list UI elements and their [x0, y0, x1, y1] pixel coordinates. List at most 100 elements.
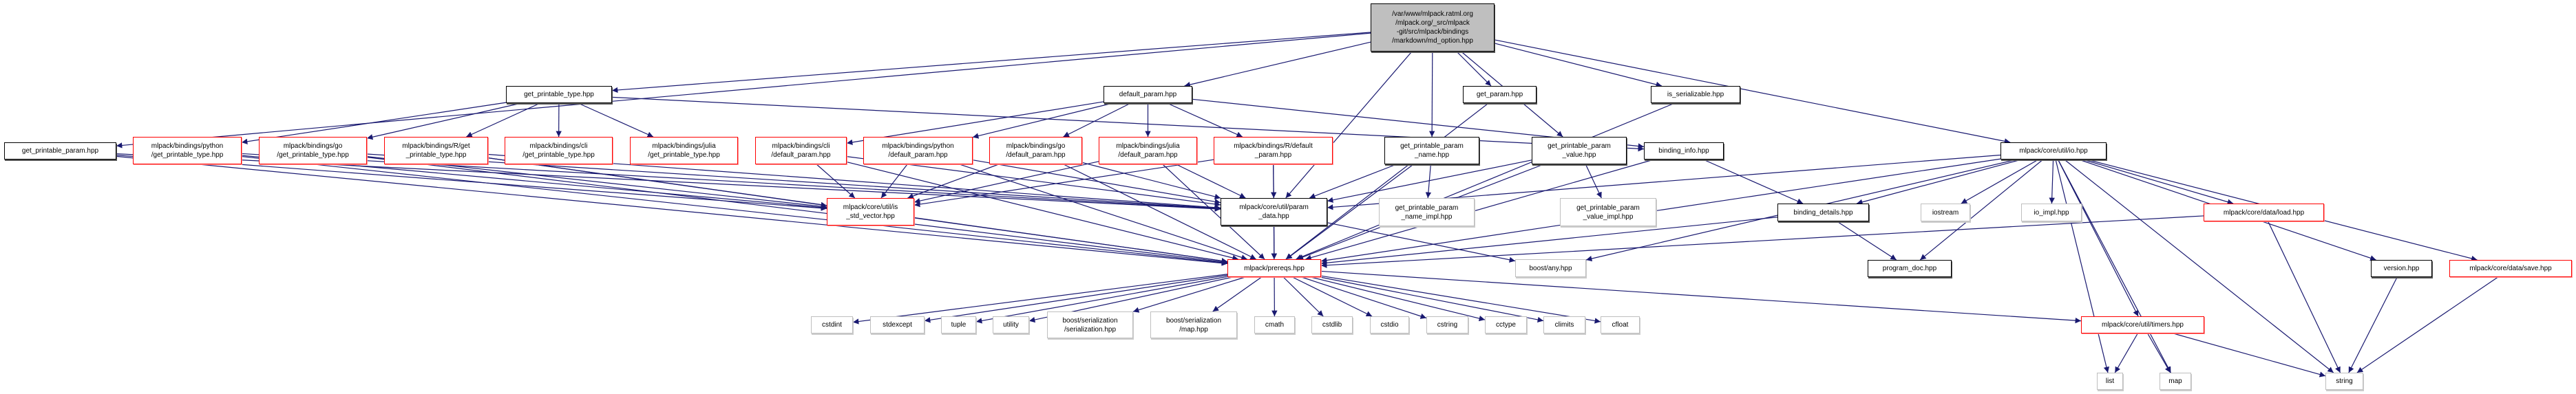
edge-root-to-gpp_name	[1428, 51, 1435, 138]
edge-save-to-string	[2356, 276, 2498, 373]
edge-prereqs-to-tuple	[975, 276, 1228, 324]
edge-prereqs-to-climits	[1320, 276, 1544, 323]
edge-py_dp-to-param_data	[972, 160, 1221, 205]
edge-root-to-dp	[1184, 41, 1371, 88]
file-node-std-vec[interactable]: mlpack/core/util/is _std_vector.hpp	[827, 198, 914, 226]
edge-io-to-map	[2058, 159, 2171, 373]
edge-py_dp-to-std_vec	[880, 164, 908, 199]
edge-root-to-gpp	[116, 32, 1371, 149]
file-node-go-gpt[interactable]: mlpack/bindings/go /get_printable_type.h…	[259, 137, 367, 164]
edge-gpp-to-prereqs	[116, 155, 1228, 266]
edge-cli_dp-to-param_data	[846, 156, 1221, 208]
file-node-gpp-value[interactable]: get_printable_param _value.hpp	[1532, 137, 1627, 164]
file-node-gpp-name[interactable]: get_printable_param _name.hpp	[1384, 137, 1479, 164]
edge-version-to-string	[2348, 276, 2398, 373]
file-node-cli-dp[interactable]: mlpack/bindings/cli /default_param.hpp	[755, 137, 847, 164]
edge-timers-to-list	[2114, 333, 2138, 373]
edge-dp-to-cli_dp	[846, 101, 1104, 146]
edge-prereqs-to-timers	[1320, 270, 2082, 324]
file-node-cmath: cmath	[1254, 316, 1295, 333]
file-node-cctype: cctype	[1485, 316, 1527, 333]
file-node-list: list	[2097, 373, 2123, 390]
file-node-gpp[interactable]: get_printable_param.hpp	[4, 142, 116, 160]
edge-gpp_name-to-param_data	[1309, 164, 1397, 199]
file-node-dp[interactable]: default_param.hpp	[1104, 86, 1192, 103]
file-node-jl-dp[interactable]: mlpack/bindings/julia /default_param.hpp	[1099, 137, 1197, 164]
edge-is_ser-to-prereqs	[1296, 102, 1675, 260]
file-node-utility: utility	[993, 316, 1029, 333]
file-node-param-data[interactable]: mlpack/core/util/param _data.hpp	[1221, 198, 1327, 226]
edge-prereqs-to-cstdint	[852, 274, 1228, 325]
edge-root-to-get_param	[1456, 51, 1492, 87]
edge-gpp_value-to-param_data	[1327, 160, 1532, 203]
edge-binding_info-to-prereqs	[1305, 159, 1654, 261]
edge-io-to-iostream	[1961, 159, 2039, 204]
edge-binding_details-to-program_doc	[1837, 221, 1897, 261]
file-node-binding-info[interactable]: binding_info.hpp	[1644, 142, 1724, 160]
file-node-py-gpt[interactable]: mlpack/bindings/python /get_printable_ty…	[133, 137, 242, 164]
edge-load-to-string	[2268, 221, 2341, 373]
file-node-program-doc[interactable]: program_doc.hpp	[1868, 260, 1952, 277]
edge-root-to-param_data	[1285, 51, 1413, 199]
file-node-save[interactable]: mlpack/core/data/save.hpp	[2449, 260, 2572, 277]
file-node-cfloat: cfloat	[1601, 316, 1640, 333]
file-node-tuple: tuple	[941, 316, 976, 333]
edge-gpp_name-to-prereqs	[1286, 164, 1414, 260]
file-node-py-dp[interactable]: mlpack/bindings/python /default_param.hp…	[863, 137, 973, 164]
file-node-io[interactable]: mlpack/core/util/io.hpp	[2000, 142, 2107, 160]
edge-std_vec-to-prereqs	[914, 217, 1228, 264]
file-node-cstdlib: cstdlib	[1311, 316, 1353, 333]
file-node-root[interactable]: /var/www/mlpack.ratml.org /mlpack.org/_s…	[1371, 3, 1495, 52]
file-node-cstring: cstring	[1426, 316, 1468, 333]
file-node-is-ser[interactable]: is_serializable.hpp	[1651, 86, 1740, 103]
file-node-name-impl: get_printable_param _name_impl.hpp	[1379, 198, 1475, 226]
edge-io-to-binding_details	[1856, 159, 2022, 205]
edge-gpt-to-go_gpt	[366, 102, 522, 140]
file-node-r-dp[interactable]: mlpack/bindings/R/default _param.hpp	[1214, 137, 1333, 164]
edge-jl_dp-to-std_vec	[914, 161, 1099, 204]
edge-go_gpt-to-prereqs	[366, 157, 1228, 265]
file-node-value-impl: get_printable_param _value_impl.hpp	[1560, 198, 1656, 226]
file-node-r-gpt[interactable]: mlpack/bindings/R/get _printable_type.hp…	[384, 137, 488, 164]
edge-prereqs-to-stdexcept	[924, 274, 1228, 323]
edge-go_dp-to-param_data	[1081, 162, 1221, 200]
file-node-bs-map: boost/serialization /map.hpp	[1150, 311, 1237, 338]
edge-prereqs-to-cstdio	[1292, 276, 1373, 317]
file-node-iostream: iostream	[1921, 204, 1970, 221]
file-node-get-param[interactable]: get_param.hpp	[1463, 86, 1537, 103]
file-node-stdexcept: stdexcept	[870, 316, 925, 333]
file-node-load[interactable]: mlpack/core/data/load.hpp	[2204, 204, 2324, 221]
file-node-jl-gpt[interactable]: mlpack/bindings/julia /get_printable_typ…	[630, 137, 738, 164]
edge-py_dp-to-prereqs	[959, 164, 1247, 261]
edge-dp-to-go_dp	[1063, 102, 1131, 138]
file-node-io-impl: io_impl.hpp	[2021, 204, 2082, 221]
edge-io-to-io_impl	[2049, 159, 2055, 204]
edge-gpp_name-to-name_impl	[1425, 164, 1432, 199]
edge-r_dp-to-std_vec	[914, 159, 1214, 208]
file-node-map: map	[2160, 373, 2191, 390]
edge-binding_info-to-binding_details	[1703, 159, 1804, 204]
file-node-boost-any: boost/any.hpp	[1515, 259, 1586, 277]
edge-prereqs-to-cstring	[1301, 276, 1427, 319]
file-node-prereqs[interactable]: mlpack/prereqs.hpp	[1227, 259, 1321, 277]
edge-dp-to-r_dp	[1167, 102, 1243, 138]
file-node-binding-details[interactable]: binding_details.hpp	[1777, 204, 1869, 221]
edge-io-to-string	[2064, 159, 2334, 373]
edge-go_dp-to-prereqs	[1063, 164, 1256, 260]
edge-root-to-gpt	[611, 32, 1371, 94]
edge-prereqs-to-cfloat	[1320, 275, 1601, 324]
file-node-timers[interactable]: mlpack/core/util/timers.hpp	[2081, 316, 2204, 333]
file-node-climits: climits	[1543, 316, 1585, 333]
edge-io-to-timers	[2057, 159, 2139, 317]
file-node-gpt[interactable]: get_printable_type.hpp	[506, 86, 612, 103]
file-node-go-dp[interactable]: mlpack/bindings/go /default_param.hpp	[989, 137, 1082, 164]
file-node-cli-gpt[interactable]: mlpack/bindings/cli /get_printable_type.…	[505, 137, 613, 164]
file-node-string: string	[2325, 373, 2363, 390]
edge-go_gpt-to-std_vec	[366, 156, 827, 210]
edge-dp-to-py_dp	[972, 102, 1113, 139]
file-node-version[interactable]: version.hpp	[2371, 260, 2432, 277]
file-node-cstdint: cstdint	[811, 316, 853, 333]
file-node-bs-ser: boost/serialization /serialization.hpp	[1047, 311, 1133, 338]
edge-timers-to-string	[2173, 333, 2326, 377]
